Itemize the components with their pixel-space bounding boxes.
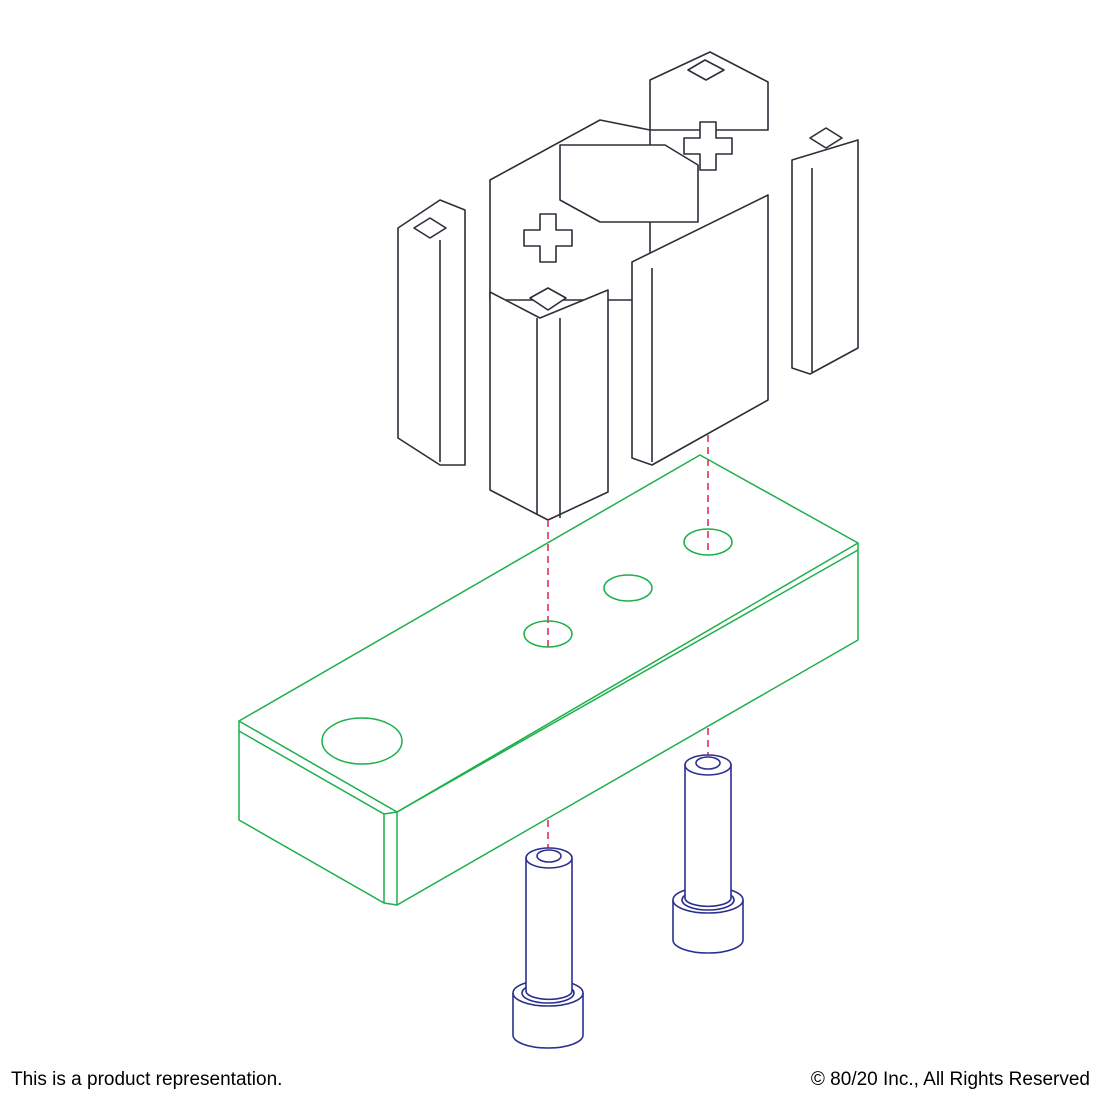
mounting-hole [683,528,733,556]
copyright-text: © 80/20 Inc., All Rights Reserved [810,1069,1090,1090]
disclaimer-text: This is a product representation. [11,1069,283,1090]
counterbore-hole [321,717,403,765]
mounting-plate [238,454,859,906]
center-bore-icon [683,121,733,171]
aluminum-extrusion [397,51,859,521]
socket-head-bolt [672,754,744,954]
socket-head-bolt [512,847,584,1049]
mounting-hole [523,620,573,648]
mounting-hole [603,574,653,602]
